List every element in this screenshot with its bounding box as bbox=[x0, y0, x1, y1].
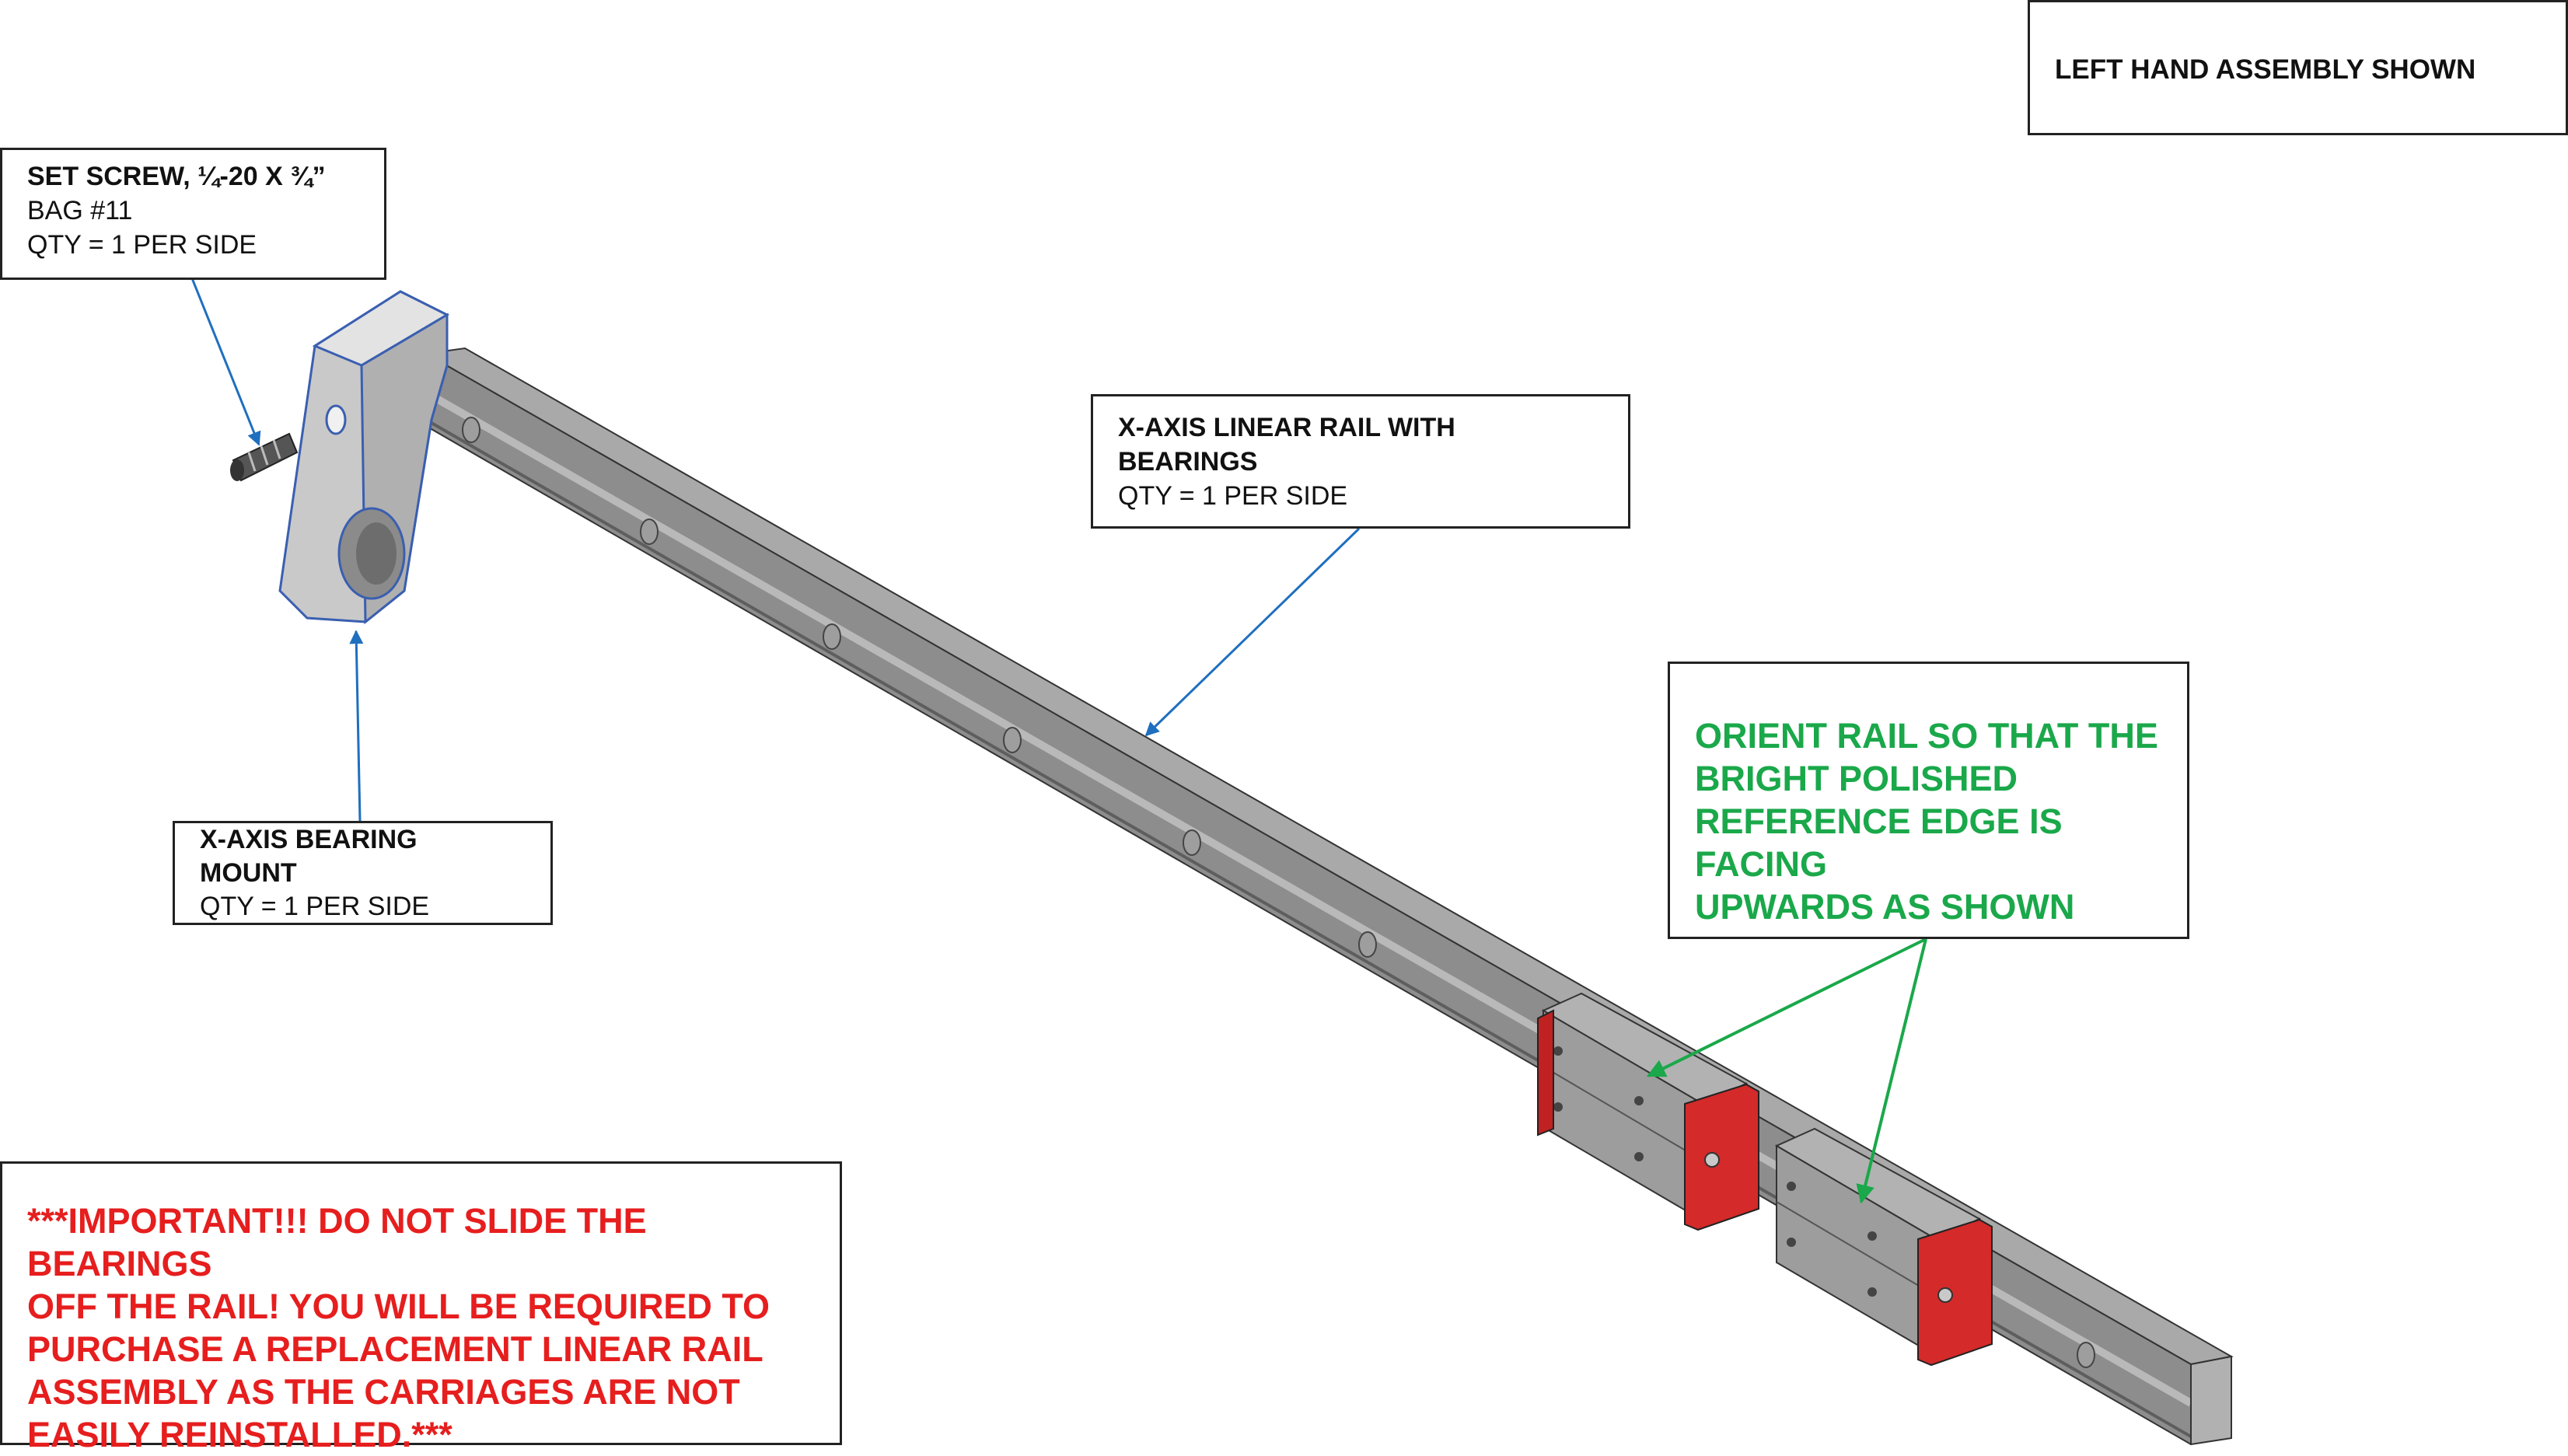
bearing-mount-callout: X-AXIS BEARING MOUNT QTY = 1 PER SIDE bbox=[173, 821, 553, 925]
leader-orient-2 bbox=[1856, 938, 1927, 1204]
bearing-carriage-1 bbox=[1537, 992, 1759, 1231]
important-note-line: ***IMPORTANT!!! DO NOT SLIDE THE BEARING… bbox=[27, 1201, 647, 1283]
set-screw-title: SET SCREW, ¼-20 X ¾” bbox=[27, 162, 326, 191]
important-note-line: PURCHASE A REPLACEMENT LINEAR RAIL bbox=[27, 1329, 763, 1369]
important-note-line: EASILY REINSTALLED.*** bbox=[27, 1415, 452, 1454]
important-note-line: OFF THE RAIL! YOU WILL BE REQUIRED TO bbox=[27, 1287, 770, 1326]
linear-rail-callout: X-AXIS LINEAR RAIL WITH BEARINGS QTY = 1… bbox=[1091, 394, 1630, 529]
set-screw-bag: BAG #11 bbox=[27, 196, 133, 225]
leader-orient-1 bbox=[1646, 937, 1927, 1077]
bearing-mount bbox=[278, 290, 450, 625]
leader-lines bbox=[190, 278, 1927, 1204]
important-note-line: ASSEMBLY AS THE CARRIAGES ARE NOT bbox=[27, 1372, 740, 1412]
linear-rail-title-line2: BEARINGS bbox=[1118, 447, 1258, 477]
orient-rail-note: ORIENT RAIL SO THAT THE BRIGHT POLISHED … bbox=[1668, 662, 2189, 939]
orient-note-line: BRIGHT POLISHED bbox=[1695, 759, 2018, 798]
linear-rail-title-line1: X-AXIS LINEAR RAIL WITH bbox=[1118, 413, 1455, 442]
left-hand-assembly-text: LEFT HAND ASSEMBLY SHOWN bbox=[2055, 54, 2476, 85]
orient-note-line: UPWARDS AS SHOWN bbox=[1695, 887, 2075, 927]
bearing-carriage-2 bbox=[1774, 1127, 1993, 1367]
rail-mounting-holes bbox=[462, 417, 2095, 1368]
linear-rail-qty: QTY = 1 PER SIDE bbox=[1118, 481, 1348, 511]
bearing-mount-qty: QTY = 1 PER SIDE bbox=[200, 892, 430, 921]
bearing-mount-title-line1: X-AXIS BEARING bbox=[200, 825, 418, 854]
set-screw-callout: SET SCREW, ¼-20 X ¾” BAG #11 QTY = 1 PER… bbox=[0, 148, 386, 280]
leader-linear-rail bbox=[1144, 527, 1361, 737]
bearing-mount-title-line2: MOUNT bbox=[200, 858, 297, 888]
leader-bearing-mount bbox=[349, 630, 364, 822]
set-screw bbox=[230, 432, 299, 482]
orient-note-line: REFERENCE EDGE IS FACING bbox=[1695, 801, 2063, 884]
orient-note-line: ORIENT RAIL SO THAT THE bbox=[1695, 716, 2158, 756]
important-warning-note: ***IMPORTANT!!! DO NOT SLIDE THE BEARING… bbox=[0, 1161, 842, 1454]
leader-set-screw bbox=[190, 278, 261, 446]
left-hand-assembly-note: LEFT HAND ASSEMBLY SHOWN bbox=[2028, 0, 2568, 135]
set-screw-qty: QTY = 1 PER SIDE bbox=[27, 230, 257, 260]
